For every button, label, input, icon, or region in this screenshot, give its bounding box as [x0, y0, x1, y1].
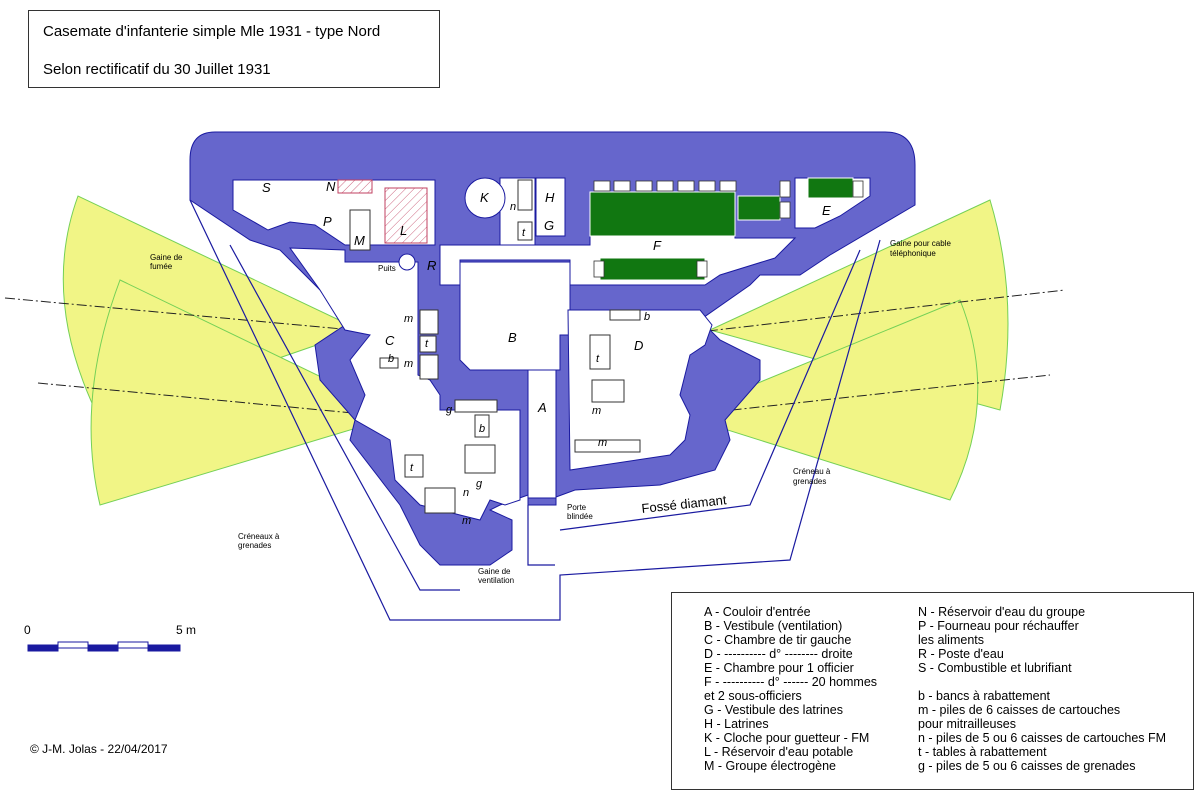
label-a: A [537, 400, 547, 415]
callout-fosse-diamant: Fossé diamant [641, 492, 728, 516]
label-c: C [385, 333, 395, 348]
callout-gaine-cable-1: Gaine pour cable [890, 239, 951, 248]
legend-item: F - ---------- d° ------ 20 hommes [704, 675, 878, 689]
label-s: S [262, 180, 271, 195]
label-b-1: b [388, 353, 394, 365]
label-e: E [822, 203, 831, 218]
label-b-2: b [479, 423, 485, 435]
legend-item: S - Combustible et lubrifiant [918, 661, 1072, 675]
legend-item: t - tables à rabattement [918, 745, 1047, 759]
legend-item: G - Vestibule des latrines [704, 703, 843, 717]
bunk-pillows [593, 180, 864, 278]
ammo-crates [419, 179, 641, 514]
legend-item: A - Couloir d'entrée [704, 605, 811, 619]
legend-item: C - Chambre de tir gauche [704, 633, 852, 647]
label-g-room: G [544, 218, 554, 233]
legend-item: P - Fourneau pour réchauffer [918, 619, 1079, 633]
generator-m [349, 209, 371, 251]
label-m-5: m [598, 437, 607, 449]
fire-axes [4, 289, 1066, 419]
scale-end: 5 m [176, 623, 196, 637]
legend-item: L - Réservoir d'eau potable [704, 745, 854, 759]
callout-gaine-cable-2: téléphonique [890, 249, 936, 258]
room-c-area [289, 247, 521, 521]
legend-item: K - Cloche pour guetteur - FM [704, 731, 870, 745]
title-line-2: Selon rectificatif du 30 Juillet 1931 [43, 61, 271, 78]
label-m-2: m [404, 358, 413, 370]
label-b-3: b [644, 311, 650, 323]
legend-item: M - Groupe électrogène [704, 759, 837, 773]
label-t-4: t [596, 353, 600, 365]
corridor-a [527, 369, 557, 499]
callout-creneau-right-1: Créneau à [793, 467, 831, 476]
legend-item: g - piles de 5 ou 6 caisses de grenades [918, 759, 1136, 773]
callout-creneaux-left-1: Créneaux à [238, 532, 280, 541]
legend-item: n - piles de 5 ou 6 caisses de cartouche… [918, 731, 1167, 745]
legend-item [918, 675, 1166, 689]
copyright-text: © J-M. Jolas - 22/04/2017 [30, 742, 168, 756]
label-p: P [323, 214, 332, 229]
label-k: K [480, 190, 490, 205]
legend-box: A - Couloir d'entrée B - Vestibule (vent… [671, 592, 1194, 790]
label-n: N [326, 179, 336, 194]
legend-item: D - ---------- d° -------- droite [704, 647, 853, 661]
label-t-1: t [425, 338, 429, 350]
label-m-4: m [592, 405, 601, 417]
label-b-room: B [508, 330, 517, 345]
legend-item: b - bancs à rabattement [918, 689, 1051, 703]
label-l: L [400, 223, 407, 238]
tables [379, 221, 641, 478]
cloche-k [464, 177, 506, 219]
legend-item: N - Réservoir d'eau du groupe [918, 605, 1086, 619]
title-line-1: Casemate d'infanterie simple Mle 1931 - … [43, 23, 381, 40]
legend-item: les aliments [918, 633, 984, 647]
label-h: H [545, 190, 555, 205]
legend-item: pour mitrailleuses [918, 717, 1016, 731]
legend-item: H - Latrines [704, 717, 769, 731]
room-b-area [459, 261, 571, 371]
fire-sectors [62, 195, 1009, 506]
label-m-3: m [462, 515, 471, 527]
well-puits [398, 253, 416, 271]
callout-gaine-fumee-1: Gaine de [150, 253, 183, 262]
callout-porte-1: Porte [567, 503, 587, 512]
label-d: D [634, 338, 643, 353]
scale-start: 0 [24, 623, 31, 637]
callout-gaine-vent-2: ventilation [478, 576, 514, 585]
sector-left-lower [90, 279, 402, 506]
tank-l [384, 187, 428, 244]
label-r: R [427, 258, 436, 273]
legend-item: et 2 sous-officiers [704, 689, 802, 703]
callout-creneaux-left-2: grenades [238, 541, 271, 550]
title-box: Casemate d'infanterie simple Mle 1931 - … [28, 10, 440, 88]
label-m-1: m [404, 313, 413, 325]
callout-gaine-fumee-2: fumée [150, 262, 173, 271]
legend-item: E - Chambre pour 1 officier [704, 661, 854, 675]
legend-right-column: N - Réservoir d'eau du groupe P - Fourne… [918, 605, 1166, 773]
callout-gaine-vent-1: Gaine de [478, 567, 511, 576]
tank-n [337, 179, 373, 194]
scale-bar [27, 641, 181, 652]
callout-creneau-right-2: grenades [793, 477, 826, 486]
label-n-1: n [463, 487, 469, 499]
label-g-1: g [446, 404, 453, 416]
room-h-area [535, 177, 566, 237]
legend-item: B - Vestibule (ventilation) [704, 619, 843, 633]
sector-right-lower [678, 299, 979, 501]
label-t-2: t [410, 462, 414, 474]
legend-item: R - Poste d'eau [918, 647, 1004, 661]
label-t-3: t [522, 227, 526, 239]
label-g-2: g [476, 478, 483, 490]
callout-porte-2: blindée [567, 512, 593, 521]
legend-item: m - piles de 6 caisses de cartouches [918, 703, 1121, 717]
label-m: M [354, 233, 365, 248]
outer-lines [189, 199, 881, 621]
callout-puits: Puits [378, 264, 396, 273]
label-n-2: n [510, 201, 516, 213]
legend-left-column: A - Couloir d'entrée B - Vestibule (vent… [704, 605, 877, 773]
label-f: F [653, 238, 662, 253]
